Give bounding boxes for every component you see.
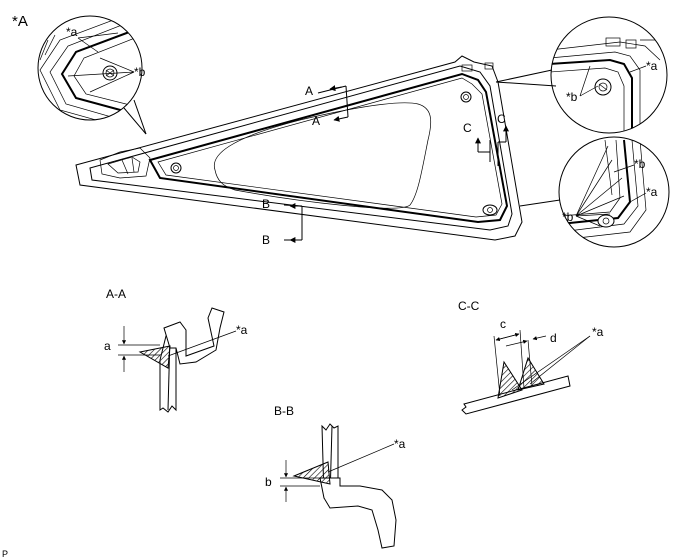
detail-view-bottom-corner: *b *a *b bbox=[519, 136, 670, 248]
section-cc-title: C-C bbox=[458, 299, 480, 313]
corner-mark: P bbox=[2, 549, 8, 559]
dimension-a-label: a bbox=[104, 339, 111, 353]
fastener-left-icon bbox=[170, 162, 182, 174]
quarter-window-glass bbox=[75, 55, 523, 241]
section-bb: B-B *a b bbox=[265, 404, 406, 549]
callout-adhesive-aa: *a bbox=[236, 323, 248, 337]
cut-label-b-top: B bbox=[262, 197, 270, 211]
callout-fastener-bottom-lower: *b bbox=[562, 210, 574, 224]
cut-label-a-bottom: A bbox=[312, 114, 320, 128]
section-cc: C-C *a c d bbox=[458, 299, 604, 415]
cut-label-c-left: C bbox=[463, 121, 472, 135]
dimension-d-label: d bbox=[550, 331, 557, 345]
callout-fastener-left: *b bbox=[134, 65, 146, 79]
callout-fastener-bottom-upper: *b bbox=[634, 157, 646, 171]
callout-adhesive-top: *a bbox=[646, 59, 658, 73]
callout-fastener-top: *b bbox=[566, 90, 578, 104]
fastener-top-right-icon bbox=[460, 91, 472, 103]
section-cut-c: C C bbox=[463, 112, 509, 166]
fastener-detail-top-icon bbox=[594, 78, 612, 96]
section-cut-b: B B bbox=[262, 197, 303, 247]
section-aa-title: A-A bbox=[106, 287, 126, 301]
section-bb-title: B-B bbox=[274, 404, 294, 418]
cut-label-b-bottom: B bbox=[262, 233, 270, 247]
section-cut-a: A A bbox=[305, 84, 349, 128]
section-aa: A-A *a a bbox=[104, 287, 248, 413]
callout-adhesive-bb: *a bbox=[394, 437, 406, 451]
cut-label-a-top: A bbox=[305, 84, 313, 98]
callout-adhesive-cc: *a bbox=[592, 325, 604, 339]
callout-adhesive-left: *a bbox=[66, 25, 78, 39]
detail-view-top-corner: *a *b bbox=[495, 16, 668, 134]
cut-label-c-right: C bbox=[497, 112, 506, 126]
dimension-b-label: b bbox=[265, 475, 272, 489]
fastener-detail-bottom-icon bbox=[597, 214, 615, 228]
figure-label: *A bbox=[12, 13, 28, 30]
dimension-c-label: c bbox=[500, 317, 506, 331]
callout-adhesive-bottom: *a bbox=[646, 185, 658, 199]
fastener-bottom-right-icon bbox=[482, 204, 498, 216]
detail-view-left-tip: *a *b bbox=[37, 15, 147, 135]
